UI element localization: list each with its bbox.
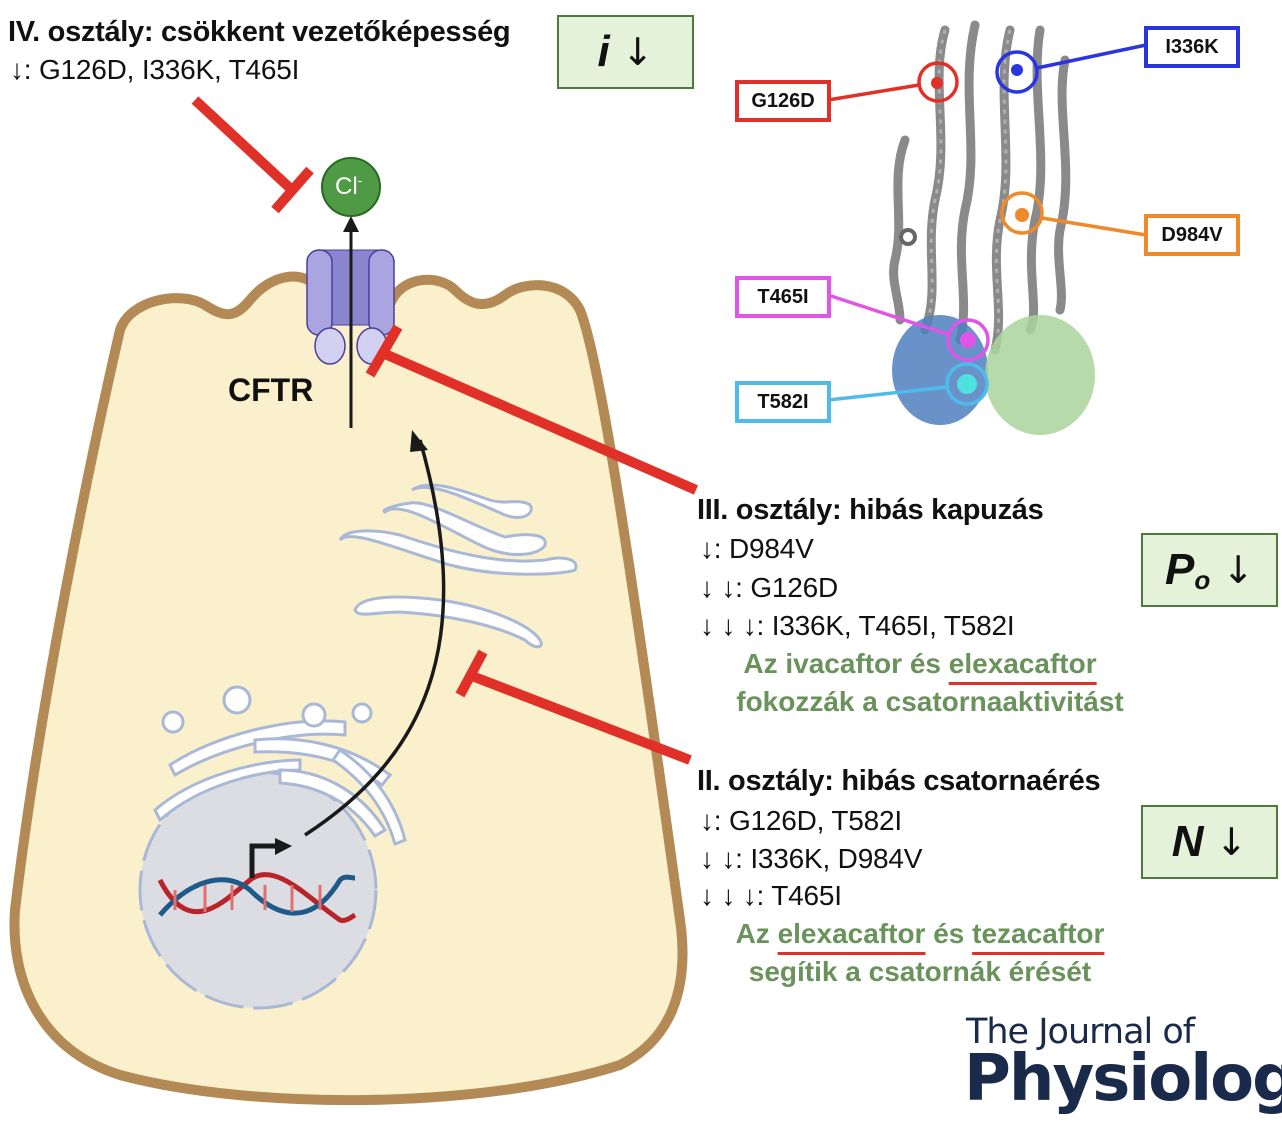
cftr-label: CFTR [228,372,314,408]
class-ii-heading: II. osztály: hibás csatornaérés [697,765,1101,797]
down-arrow-icon: ↓ [621,30,654,74]
inhibit-class-ii [455,649,692,765]
note-text: és [925,918,973,949]
endoplasmic-reticulum [153,685,407,847]
journal-logo-line1: The Journal of [966,1012,1195,1052]
class-iv-heading: IV. osztály: csökkent vezetőképesség [8,16,511,48]
mutation-label-i336k: I336K [1144,26,1240,68]
drug-elexacaftor: elexacaftor [948,648,1097,679]
class-ii-mutations-3: ↓ ↓ ↓: T465I [700,880,842,911]
cell-membrane [9,271,688,1106]
cftr-structure-image [889,20,1095,435]
class-ii-mutations-2: ↓ ↓: I336K, D984V [700,843,923,874]
class-iii-heading: III. osztály: hibás kapuzás [697,494,1044,526]
conductance-symbol: i [597,27,610,76]
trafficking-arrow [304,439,446,837]
chloride-ion-icon [321,157,381,217]
open-probability-subscript: o [1194,564,1211,595]
class-iii-therapy-note-1: Az ivacaftor és elexacaftor [700,648,1140,680]
class-iii-therapy-note-2: fokozzák a csatornaaktivitást [736,686,1124,717]
class-iii-mutations-1: ↓: D984V [700,533,814,564]
chloride-charge: - [357,172,363,188]
inhibit-class-iii [365,324,699,495]
mutation-label-d984v: D984V [1144,214,1240,256]
drug-tezacaftor: tezacaftor [972,918,1105,949]
inhibit-class-iv [191,96,314,214]
class-ii-therapy-note-2: segítik a csatornák érését [748,956,1092,987]
mutation-label-t465i: T465I [735,276,831,318]
class-iii-mutations-3: ↓ ↓ ↓: I336K, T465I, T582I [700,610,1015,641]
dna-icon [157,872,357,923]
golgi-apparatus [338,483,578,649]
transcription-start-icon [249,843,275,878]
mutation-callouts [827,43,1147,406]
class-iv-mutations: ↓: G126D, I336K, T465I [10,54,300,85]
drug-elexacaftor: elexacaftor [777,918,926,949]
chloride-flux-arrowhead [343,216,359,232]
note-text: Az ivacaftor és [743,648,949,679]
channel-number-indicator: N ↓ [1141,805,1278,879]
class-ii-therapy-note-1: Az elexacaftor és tezacaftor [700,918,1140,950]
class-ii-mutations-1: ↓: G126D, T582I [700,805,902,836]
mutation-label-g126d: G126D [735,80,831,122]
open-probability-symbol: P [1164,545,1195,594]
channel-number-symbol: N [1171,817,1204,866]
note-text: Az [735,918,778,949]
chloride-symbol: Cl [335,173,358,200]
chloride-ion-label: Cl- [335,172,362,201]
trafficking-arrowhead [410,430,428,452]
down-arrow-icon: ↓ [1215,820,1248,864]
transcription-arrowhead [275,838,292,855]
down-arrow-icon: ↓ [1222,548,1255,592]
conductance-indicator: i ↓ [557,15,694,89]
journal-logo-line2: Physiology [964,1042,1282,1116]
class-iii-mutations-2: ↓ ↓: G126D [700,572,839,603]
mutation-label-t582i: T582I [735,381,831,423]
